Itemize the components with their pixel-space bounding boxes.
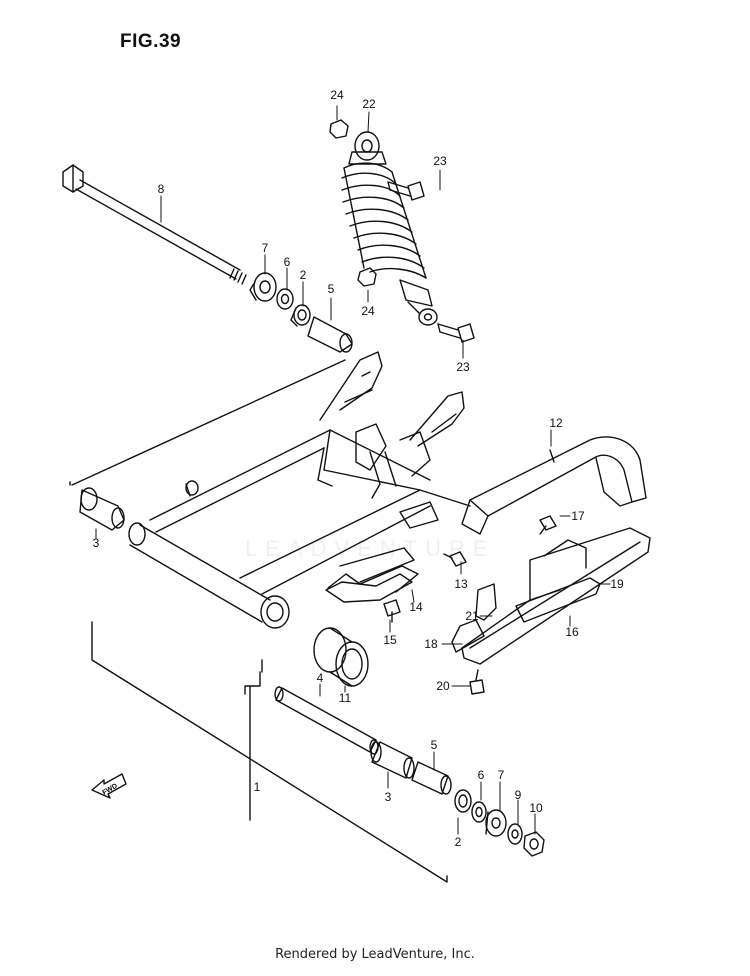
rear-shock-22 xyxy=(341,131,438,326)
fwd-arrow-icon xyxy=(91,773,127,799)
collar-5-lower xyxy=(411,761,452,795)
callout-4: 4 xyxy=(316,671,324,685)
callout-24-lower: 24 xyxy=(361,304,375,318)
bolt-23-upper xyxy=(387,181,425,201)
callout-22: 22 xyxy=(362,97,376,111)
callout-18: 18 xyxy=(424,637,438,651)
collar-5-upper xyxy=(307,316,353,353)
bearing-2-lower xyxy=(454,789,472,813)
assembly-frame-lines xyxy=(69,359,448,883)
chain-guide-16 xyxy=(461,527,651,665)
callout-20: 20 xyxy=(436,679,450,693)
callout-21: 21 xyxy=(465,609,479,623)
callout-16: 16 xyxy=(565,625,579,639)
bolt-15 xyxy=(383,599,401,623)
callout-15: 15 xyxy=(383,633,397,647)
guard-19 xyxy=(515,577,601,623)
callout-2-lower: 2 xyxy=(454,835,462,849)
nut-24-lower xyxy=(357,267,377,287)
callout-6-upper: 6 xyxy=(283,255,291,269)
callout-9: 9 xyxy=(514,788,522,802)
bushing-11 xyxy=(313,627,369,687)
callout-3-left: 3 xyxy=(92,536,100,550)
callout-23-upper: 23 xyxy=(433,154,447,168)
callout-7-upper: 7 xyxy=(261,241,269,255)
callout-1: 1 xyxy=(253,780,261,794)
callout-24-top: 24 xyxy=(330,88,344,102)
washer-9 xyxy=(507,823,523,845)
callout-6-lower: 6 xyxy=(477,768,485,782)
chain-guide-holder-14 xyxy=(325,573,413,603)
bearing-2-upper xyxy=(290,304,311,327)
figure-title: FIG.39 xyxy=(120,31,182,52)
pivot-bolt-8 xyxy=(62,164,247,285)
washer-6-upper xyxy=(276,288,294,310)
callout-17: 17 xyxy=(571,509,585,523)
nut-24-top xyxy=(329,119,349,139)
collar-3-left xyxy=(79,487,125,531)
collar-3-lower xyxy=(370,741,415,779)
callout-12: 12 xyxy=(549,416,563,430)
bolt-17 xyxy=(539,515,557,535)
callout-13: 13 xyxy=(454,577,468,591)
callout-5-lower: 5 xyxy=(430,738,438,752)
washer-6-lower xyxy=(471,801,487,823)
callout-19: 19 xyxy=(610,577,624,591)
callout-10: 10 xyxy=(529,801,543,815)
watermark: LEADVENTURE xyxy=(245,536,496,561)
washer-7-lower xyxy=(485,809,507,837)
shaft-4 xyxy=(274,686,379,755)
callout-23-lower: 23 xyxy=(456,360,470,374)
bolt-20 xyxy=(469,669,485,695)
callout-5-upper: 5 xyxy=(327,282,335,296)
swingarm-1 xyxy=(128,351,471,629)
callout-11: 11 xyxy=(338,691,352,705)
callout-14: 14 xyxy=(409,600,423,614)
callout-2-upper: 2 xyxy=(299,268,307,282)
chain-case-12 xyxy=(461,436,647,535)
fwd-label: FWD xyxy=(101,783,118,797)
callout-8: 8 xyxy=(157,182,165,196)
nut-10 xyxy=(523,831,545,857)
bolt-23-lower xyxy=(437,323,475,343)
leader-lines xyxy=(95,105,611,835)
bolt-13 xyxy=(443,551,467,567)
callout-3-lower: 3 xyxy=(384,790,392,804)
footer-credit: Rendered by LeadVenture, Inc. xyxy=(275,947,475,962)
bracket-18 xyxy=(451,583,497,653)
callout-7-lower: 7 xyxy=(497,768,505,782)
